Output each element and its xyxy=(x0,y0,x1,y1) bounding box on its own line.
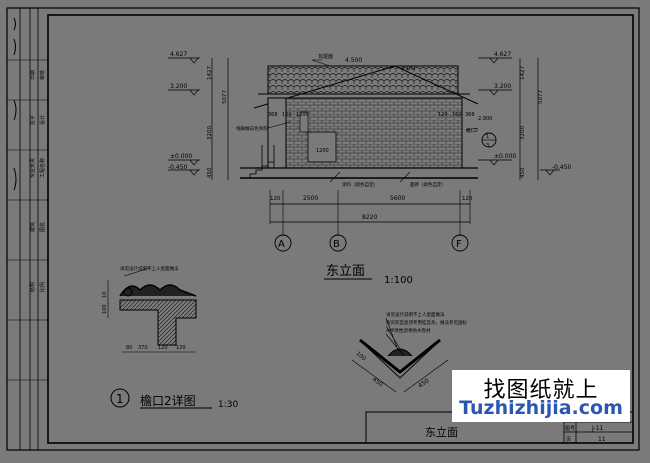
dim-label: 450 xyxy=(207,167,213,178)
dim-label: 2500 xyxy=(303,195,318,202)
level-label: 3.200 xyxy=(494,83,511,90)
signature-scribbles xyxy=(13,17,17,191)
dim-label: 100 xyxy=(355,351,367,363)
detail2-note: 购买的瓦屋顶专用挂瓦条，做法参见国标 xyxy=(386,319,467,326)
paint-note-right: 面砖（颜色自定） xyxy=(410,181,446,188)
dim-label: 8220 xyxy=(362,214,377,221)
dim-label: 3200 xyxy=(520,126,526,140)
level-label: -0.450 xyxy=(168,164,188,171)
sidebar-label: 结构 xyxy=(29,282,36,292)
sidebar-label: 工程名称 xyxy=(39,158,46,178)
level-label: ±0.000 xyxy=(494,153,516,160)
detail-ref-note: 檐口2 xyxy=(466,127,478,134)
detail1-note: 详见设计说明不上人屋面做法 xyxy=(120,265,179,272)
ridge-section xyxy=(359,338,441,374)
east-elevation: 瓦屋面 4.500 4.102 2.900 线脚做白色涂料 368 160 12… xyxy=(236,54,497,188)
sidebar-label: 日期 xyxy=(30,70,36,80)
right-levels: 4.627 3.200 ±0.000 -0.450 1427 3200 450 … xyxy=(478,51,572,180)
watermark-en: Tuzhizhijia.com xyxy=(459,397,623,419)
sidebar-label: 比例 xyxy=(39,282,46,292)
page-label: 页 xyxy=(566,437,571,443)
dim-label: 80 xyxy=(126,345,132,351)
watermark-banner: 找图纸就上 Tuzhizhijia.com xyxy=(452,370,630,422)
dim-label: 370 xyxy=(138,345,148,351)
dim-label: 120 xyxy=(270,196,281,202)
paint-note-left: 涂料（颜色自定） xyxy=(342,181,378,188)
dim-label: 1200 xyxy=(296,112,309,118)
watermark-cn: 找图纸就上 xyxy=(483,378,599,403)
dim-label: 1427 xyxy=(520,66,526,80)
level-label: 4.627 xyxy=(494,51,511,58)
detail2-note: 详见设计说明不上人屋面做法 xyxy=(386,311,445,318)
dim-label: 368 xyxy=(268,112,278,118)
dim-label: 1427 xyxy=(207,66,213,80)
dim-label: 1200 xyxy=(316,148,329,154)
dim-label: 120 xyxy=(158,345,168,351)
detail1-title: 檐口2详图 xyxy=(140,393,196,408)
detail-number: 1 xyxy=(116,392,124,406)
dim-label: 100 xyxy=(102,304,108,314)
detail-number-circle xyxy=(110,388,130,408)
sidebar-label: 专业负责 xyxy=(29,158,36,178)
axis-dimensions: 120 2500 5600 120 8220 A B F 东立面 1:100 xyxy=(269,190,473,286)
level-label: -0.450 xyxy=(552,164,572,171)
sidebar-label: 建筑 xyxy=(29,222,36,232)
ridge-level: 4.102 xyxy=(401,66,415,72)
dim-label: 368 xyxy=(465,112,475,118)
dim-label: 5600 xyxy=(390,195,405,202)
axis-label: B xyxy=(333,239,340,250)
page-no: 11 xyxy=(598,436,606,443)
dim-label: 120 xyxy=(176,345,186,351)
detail-1: 详见设计说明不上人屋面做法 10 100 80 370 120 120 1 檐口… xyxy=(102,265,238,410)
dim-label: 120 xyxy=(438,112,448,118)
axis-f-bubble xyxy=(451,234,469,252)
dim-label: 3200 xyxy=(207,126,213,140)
sidebar-label: 审核 xyxy=(39,70,46,80)
elevation-title: 东立面 xyxy=(326,264,365,279)
sheet-no: J-11 xyxy=(591,425,604,432)
dim-label: 5077 xyxy=(222,90,228,104)
ridge-width-dim: 4.500 xyxy=(345,57,362,64)
elevation-scale: 1:100 xyxy=(384,275,413,286)
dim-label: 120 xyxy=(462,196,473,202)
left-levels: 4.627 3.200 ±0.000 -0.450 5077 1427 3200… xyxy=(168,51,229,180)
detail-ref-number: 1 xyxy=(486,134,489,140)
tile-section xyxy=(119,284,197,297)
dim-label: 450 xyxy=(417,377,431,389)
axis-label: F xyxy=(456,239,462,250)
level-label: 3.200 xyxy=(170,83,187,90)
detail-ref-sheet: 3 xyxy=(486,143,489,149)
dim-label: 10 xyxy=(102,292,108,298)
axis-a-bubble xyxy=(274,234,292,252)
roof-note: 瓦屋面 xyxy=(318,54,333,60)
axis-b-bubble xyxy=(329,234,347,252)
dim-label: 5077 xyxy=(538,90,544,104)
detail-2: 详见设计说明不上人屋面做法 购买的瓦屋顶专用挂瓦条，做法参见国标 APP改性沥青… xyxy=(351,311,467,393)
sidebar-label: 签字 xyxy=(29,115,36,125)
detail2-note: APP改性沥青防水卷材 xyxy=(386,327,431,334)
dim-label: 160 xyxy=(282,112,292,118)
outer-frame xyxy=(6,7,640,451)
sidebar-label: 图名 xyxy=(39,222,46,232)
sheet-no-label: 图号 xyxy=(565,426,575,432)
level-label: ±0.000 xyxy=(170,153,192,160)
eave-section xyxy=(119,299,197,346)
inner-frame xyxy=(47,14,634,444)
eave-level: 2.900 xyxy=(478,116,492,122)
sidebar-strip: 审核 设计 工程名称 图名 比例 日期 签字 专业负责 建筑 结构 xyxy=(7,8,48,450)
dim-label: 450 xyxy=(371,376,385,388)
sidebar-label: 设计 xyxy=(39,115,46,125)
detail1-scale: 1:30 xyxy=(218,400,238,410)
roof-tiles xyxy=(267,65,459,95)
entry-steps xyxy=(249,161,274,178)
wall-paint-note: 线脚做白色涂料 xyxy=(236,125,268,132)
axis-label: A xyxy=(278,239,285,250)
level-label: 4.627 xyxy=(170,51,187,58)
window xyxy=(307,131,337,163)
dim-label: 160 xyxy=(452,112,462,118)
dim-label: 450 xyxy=(520,167,526,178)
sheet-name: 东立面 xyxy=(425,425,458,439)
